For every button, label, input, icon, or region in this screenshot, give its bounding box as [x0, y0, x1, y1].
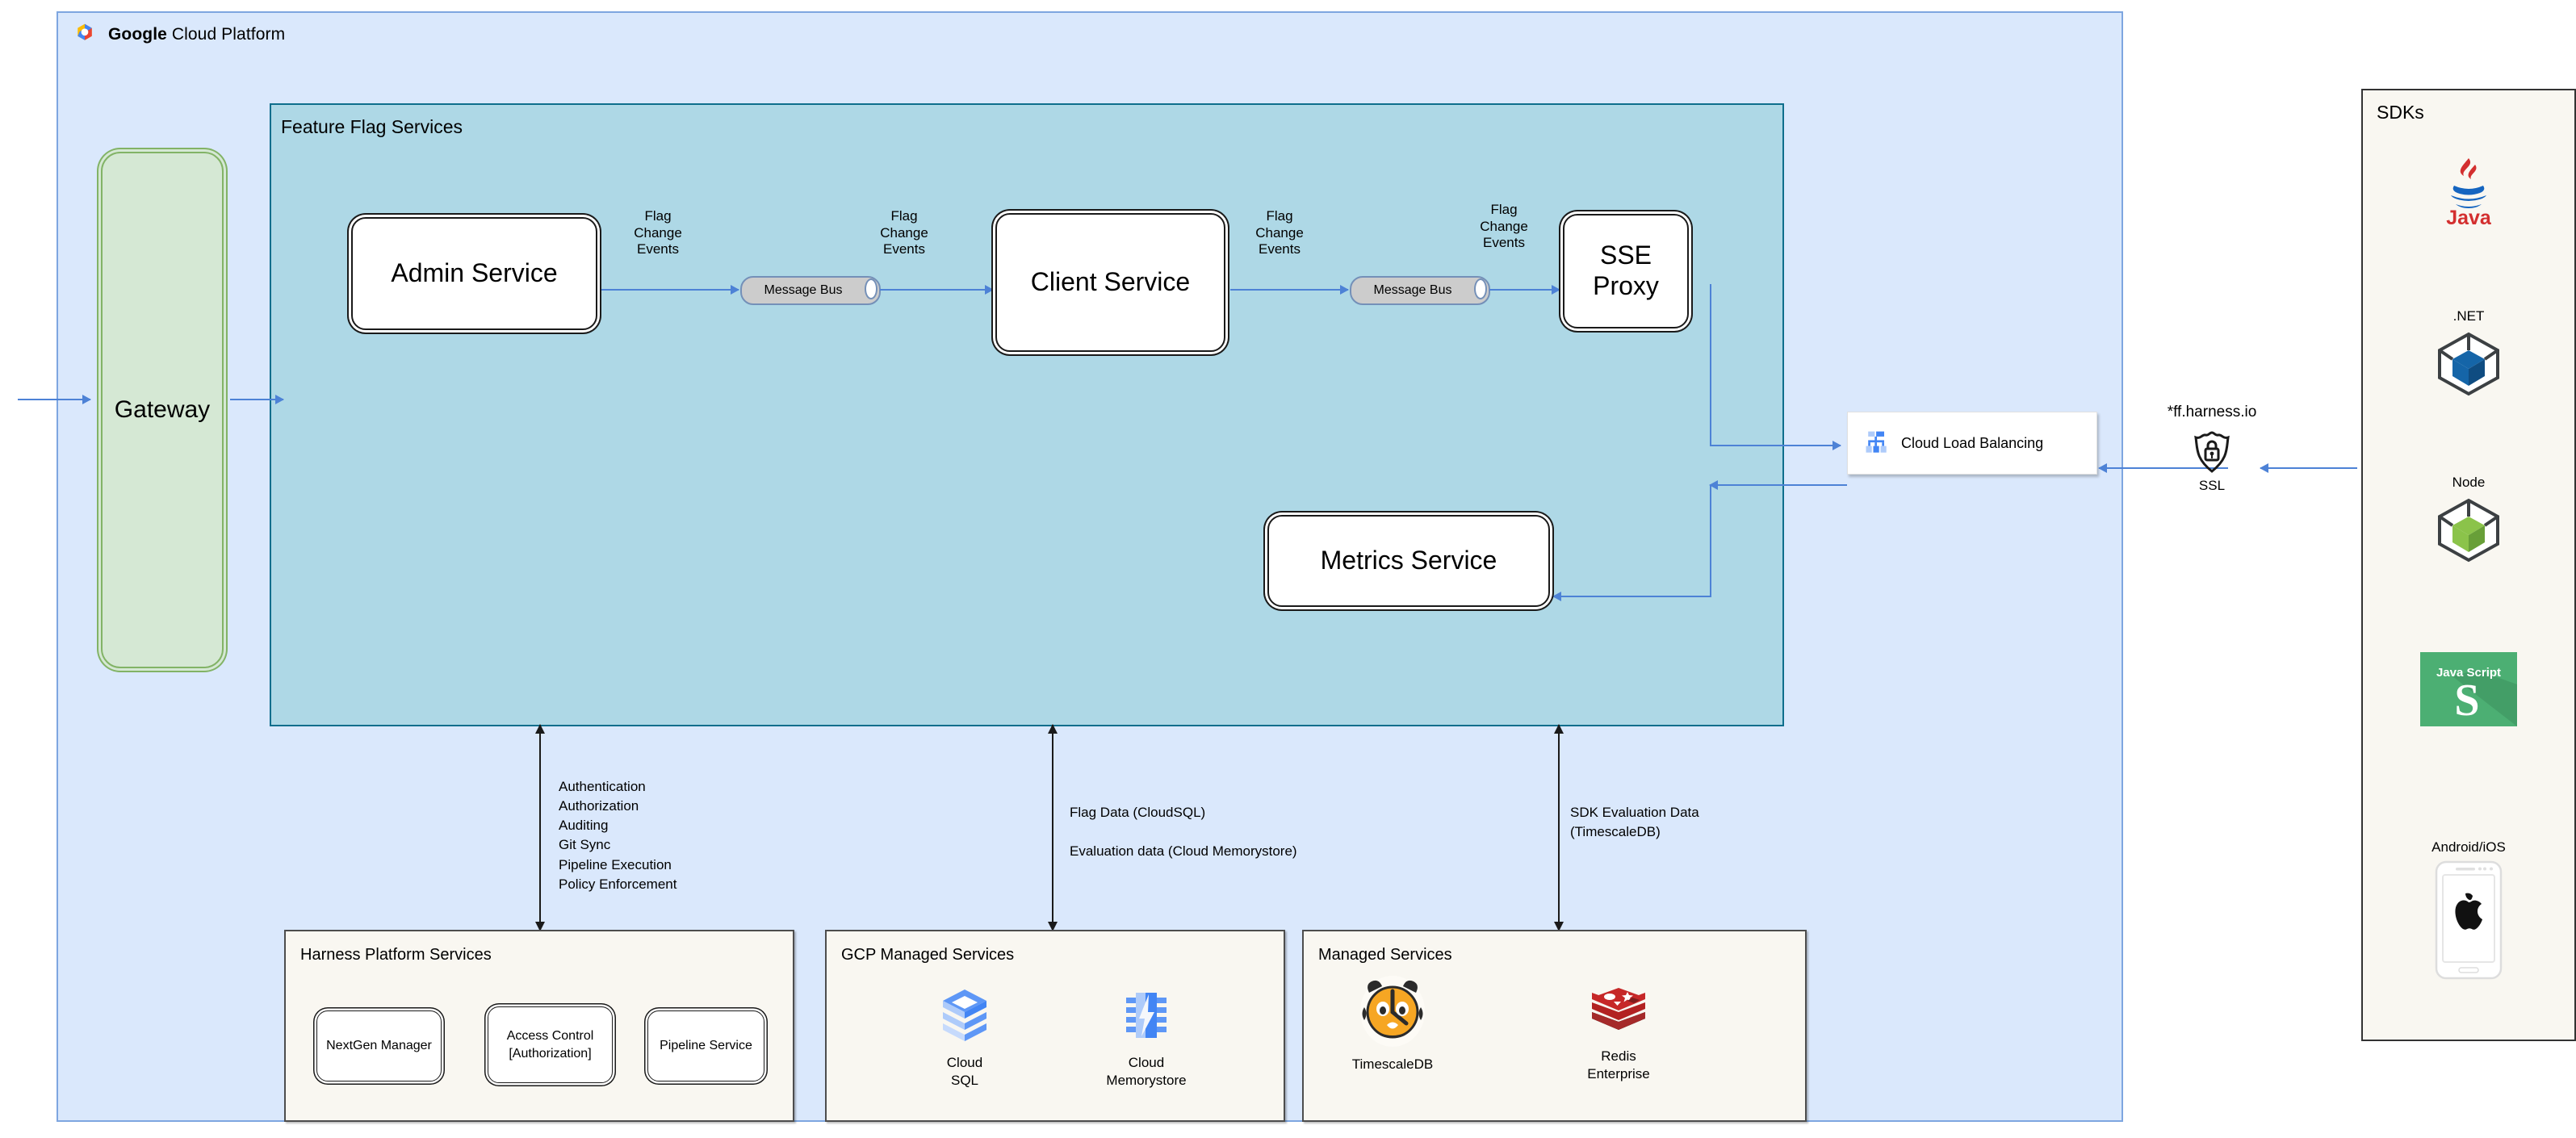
ssl-host-label: *ff.harness.io	[2167, 404, 2257, 420]
lb-to-metrics-h1	[1709, 480, 1847, 490]
feature-flag-services-container	[270, 103, 1784, 726]
sse-proxy-box[interactable]: SSE Proxy	[1563, 214, 1689, 328]
cloud-sql-label: Cloud SQL	[946, 1055, 983, 1089]
node-cube-icon	[2361, 496, 2576, 565]
metrics-service-label: Metrics Service	[1320, 546, 1497, 575]
lb-to-metrics-arrow	[1552, 592, 1711, 601]
gcp-managed-services-group	[825, 930, 1285, 1122]
flag-change-events-label-1: Flag Change Events	[634, 208, 682, 257]
message-bus-2[interactable]: Message Bus	[1350, 276, 1490, 305]
pipeline-service-label: Pipeline Service	[660, 1039, 752, 1053]
cloud-sql-icon	[904, 986, 1025, 1049]
managed-services-title: Managed Services	[1318, 946, 1452, 964]
message-bus-1[interactable]: Message Bus	[740, 276, 881, 305]
nextgen-manager-label: NextGen Manager	[326, 1039, 432, 1053]
client-service-box[interactable]: Client Service	[995, 213, 1225, 352]
admin-service-box[interactable]: Admin Service	[351, 217, 597, 330]
javascript-tile-icon: Java Script S	[2361, 652, 2576, 726]
lb-to-metrics-vertical	[1710, 484, 1711, 596]
redis-enterprise-label: Redis Enterprise	[1587, 1048, 1650, 1082]
gcp-title: Google Cloud Platform	[108, 25, 285, 44]
cloud-load-balancing-icon	[1862, 429, 1891, 458]
harness-platform-note: Authentication Authorization Auditing Gi…	[559, 779, 677, 892]
cloud-memorystore-icon	[1074, 986, 1219, 1049]
message-bus-1-label: Message Bus	[764, 283, 843, 297]
metrics-service-box[interactable]: Metrics Service	[1267, 515, 1550, 607]
bus1-to-client-arrow	[880, 285, 994, 295]
access-control-label: Access Control [Authorization]	[506, 1028, 594, 1061]
harness-platform-connector	[535, 724, 545, 931]
svg-text:Java: Java	[2446, 207, 2492, 228]
admin-service-label: Admin Service	[391, 258, 558, 288]
sdk-dotnet[interactable]: .NET	[2361, 308, 2576, 399]
harness-platform-services-title: Harness Platform Services	[300, 946, 492, 964]
pipeline-service-box[interactable]: Pipeline Service	[647, 1010, 764, 1082]
sse-to-lb-vertical	[1710, 284, 1711, 446]
bus2-to-sse-arrow	[1489, 285, 1560, 295]
java-logo-icon: Java	[2361, 153, 2576, 228]
client-service-label: Client Service	[1030, 267, 1191, 297]
dotnet-cube-icon	[2361, 329, 2576, 399]
sdk-java[interactable]: Java	[2361, 153, 2576, 228]
ingress-arrow	[18, 395, 91, 404]
gcp-data-note: Flag Data (CloudSQL) Evaluation data (Cl…	[1070, 805, 1297, 860]
redis-icon	[1550, 986, 1687, 1043]
sse-to-lb-arrow	[1710, 441, 1841, 450]
cloud-sql-item[interactable]: Cloud SQL	[904, 986, 1025, 1090]
gcp-managed-connector	[1048, 724, 1058, 931]
gcp-title-bold: Google	[108, 25, 167, 44]
google-cloud-logo-icon	[73, 21, 97, 49]
sdk-dotnet-label: .NET	[2452, 308, 2485, 324]
sdks-title: SDKs	[2377, 102, 2424, 123]
flag-change-events-label-3: Flag Change Events	[1255, 208, 1304, 257]
ssl-label: SSL	[2198, 478, 2226, 493]
sdk-node[interactable]: Node	[2361, 475, 2576, 565]
cloud-memorystore-label: Cloud Memorystore	[1106, 1055, 1187, 1089]
client-to-bus2-arrow	[1230, 285, 1349, 295]
message-bus-2-label: Message Bus	[1373, 283, 1452, 297]
gcp-header: Google Cloud Platform	[73, 21, 492, 48]
ssl-group: *ff.harness.io SSL	[2147, 404, 2277, 494]
flag-change-events-label-4: Flag Change Events	[1480, 202, 1528, 251]
sdks-to-ssl-arrow	[2260, 463, 2357, 473]
gateway-to-ffs-arrow	[230, 395, 284, 404]
timescaledb-item[interactable]: TimescaleDB	[1308, 975, 1477, 1073]
admin-to-bus1-arrow	[601, 285, 739, 295]
flag-change-events-label-2: Flag Change Events	[880, 208, 928, 257]
nextgen-manager-box[interactable]: NextGen Manager	[316, 1010, 442, 1082]
gateway-label: Gateway	[114, 396, 211, 423]
gcp-title-rest: Cloud Platform	[166, 25, 286, 44]
sdk-android-ios[interactable]: Android/iOS	[2361, 839, 2576, 980]
cloud-load-balancing-box[interactable]: Cloud Load Balancing	[1847, 412, 2097, 475]
ssl-shield-lock-icon	[2147, 429, 2277, 475]
cloud-load-balancing-label: Cloud Load Balancing	[1901, 434, 2044, 451]
timescaledb-tiger-icon	[1308, 975, 1477, 1048]
timescaledb-label: TimescaleDB	[1351, 1056, 1434, 1072]
managed-services-connector	[1554, 724, 1564, 931]
ssl-to-lb-arrow	[2098, 463, 2228, 473]
access-control-box[interactable]: Access Control [Authorization]	[488, 1006, 613, 1083]
svg-text:S: S	[2454, 676, 2479, 726]
mobile-apple-icon	[2361, 860, 2576, 980]
cloud-memorystore-item[interactable]: Cloud Memorystore	[1074, 986, 1219, 1090]
redis-enterprise-item[interactable]: Redis Enterprise	[1550, 986, 1687, 1083]
gcp-managed-services-title: GCP Managed Services	[841, 946, 1015, 964]
feature-flag-services-title: Feature Flag Services	[281, 116, 463, 137]
timescale-note: SDK Evaluation Data (TimescaleDB)	[1570, 805, 1699, 840]
sdk-node-label: Node	[2452, 475, 2486, 490]
svg-text:Java Script: Java Script	[2436, 666, 2501, 680]
sdk-javascript[interactable]: Java Script S	[2361, 652, 2576, 726]
gateway-box[interactable]: Gateway	[101, 152, 224, 668]
sdk-android-ios-label: Android/iOS	[2431, 839, 2506, 855]
sse-proxy-label: SSE Proxy	[1593, 241, 1659, 300]
